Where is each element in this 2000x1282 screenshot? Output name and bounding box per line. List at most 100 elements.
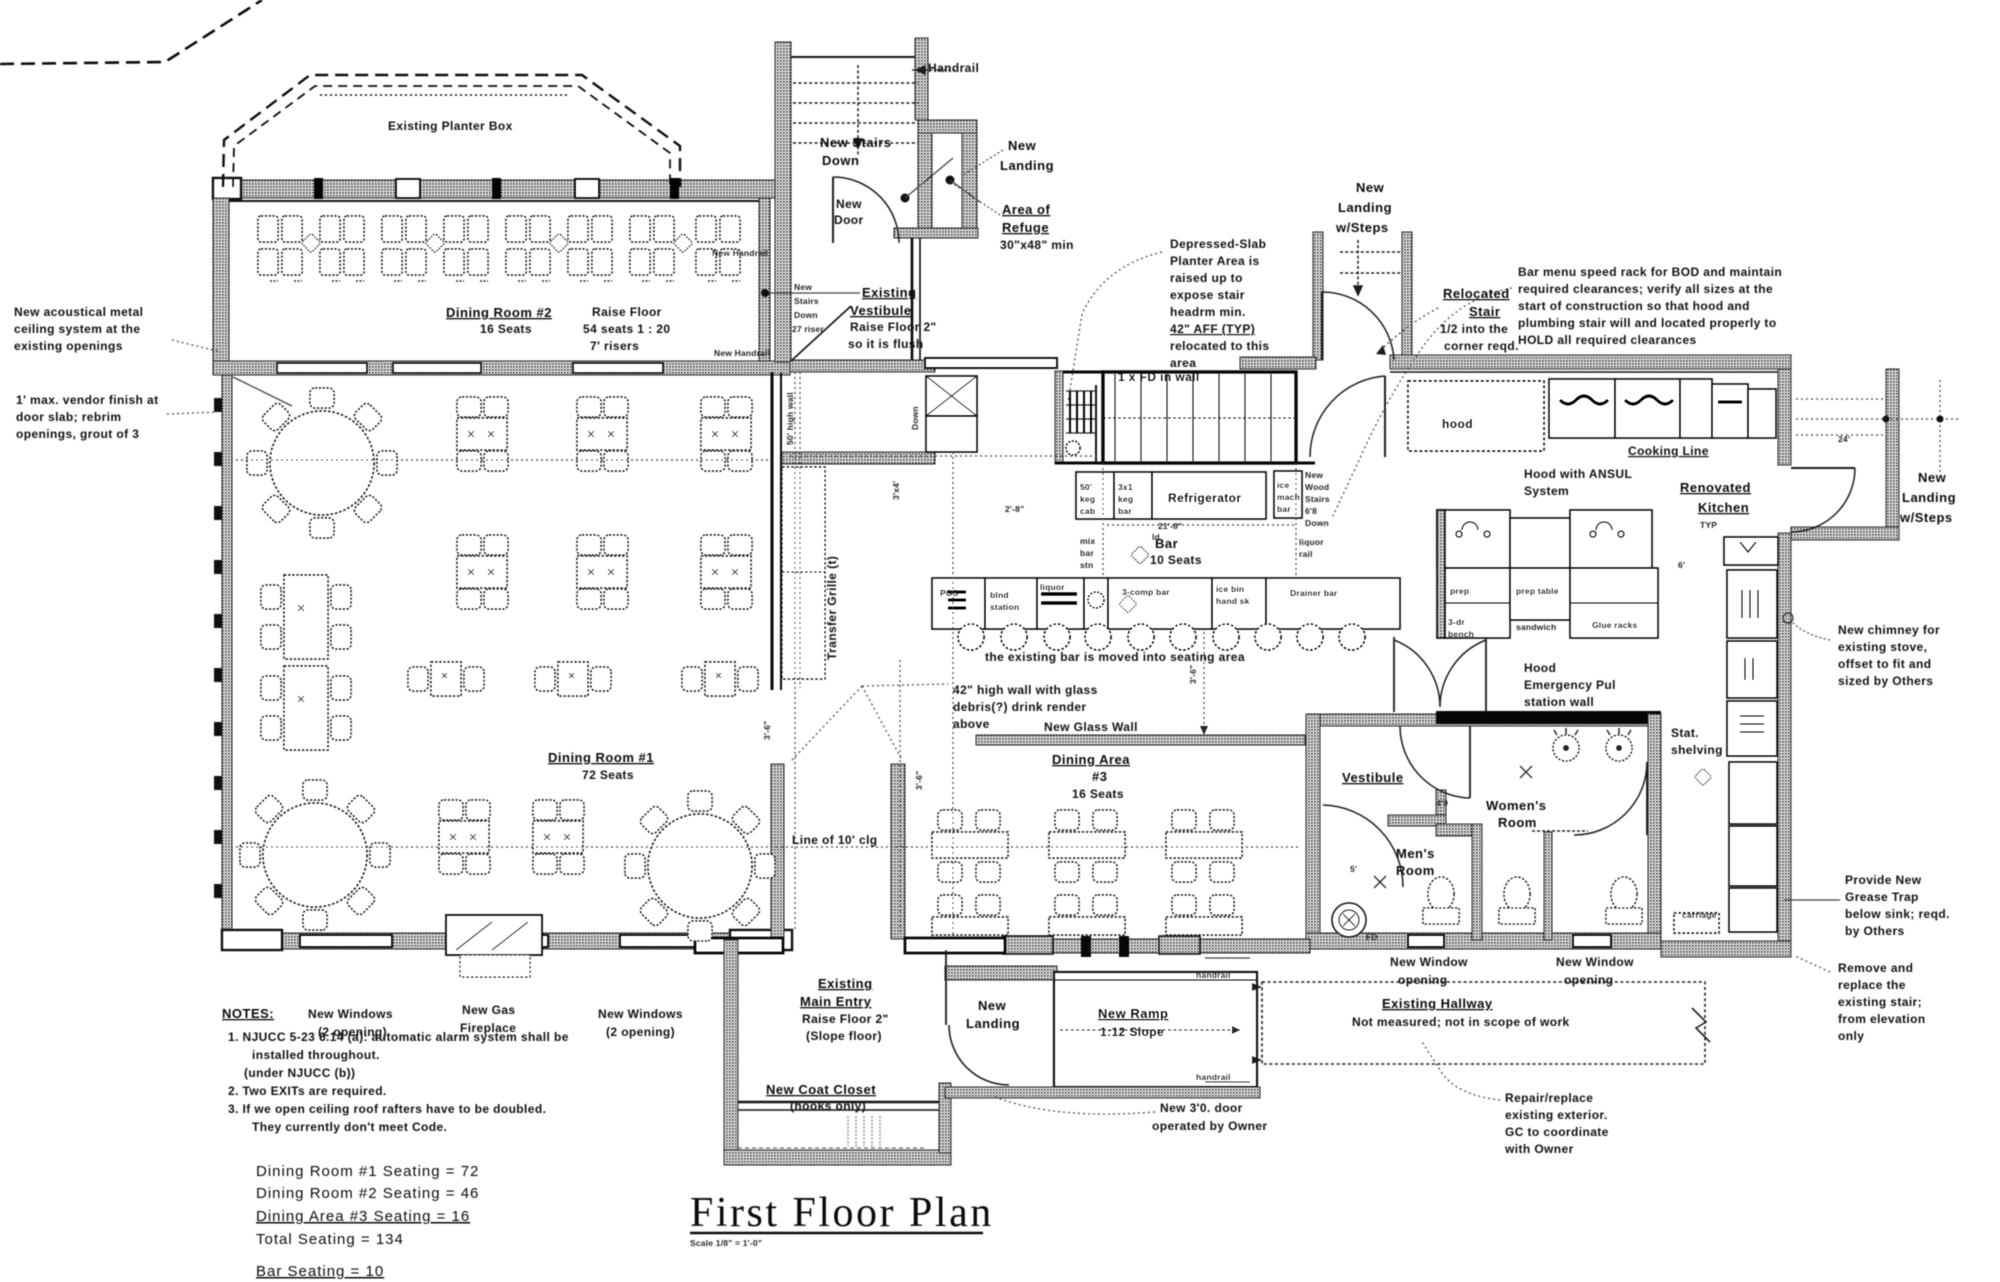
svg-text:7' risers: 7' risers	[590, 339, 639, 353]
svg-text:bar: bar	[1277, 504, 1291, 514]
svg-text:from elevation: from elevation	[1838, 1012, 1926, 1026]
svg-text:21'-8": 21'-8"	[1158, 521, 1182, 531]
svg-text:Kitchen: Kitchen	[1698, 500, 1749, 515]
svg-text:6'8: 6'8	[1305, 506, 1317, 516]
svg-text:w/Steps: w/Steps	[1899, 510, 1953, 525]
svg-text:1:12 Slope: 1:12 Slope	[1100, 1025, 1164, 1039]
svg-text:42" AFF (TYP): 42" AFF (TYP)	[1170, 322, 1255, 336]
svg-text:New chimney for: New chimney for	[1838, 623, 1940, 637]
svg-text:3-dr: 3-dr	[1448, 617, 1465, 627]
svg-text:keg: keg	[1118, 494, 1133, 504]
svg-text:New: New	[836, 197, 862, 211]
svg-text:72 Seats: 72 Seats	[582, 768, 634, 782]
svg-text:New: New	[1008, 138, 1037, 153]
svg-text:POS: POS	[940, 588, 959, 598]
svg-text:Fireplace: Fireplace	[460, 1021, 516, 1035]
svg-text:replace the: replace the	[1838, 978, 1906, 992]
svg-text:headrm min.: headrm min.	[1170, 305, 1246, 319]
svg-text:Hood: Hood	[1524, 661, 1556, 675]
svg-text:New Windows: New Windows	[598, 1007, 683, 1021]
svg-text:1 x FD in wall: 1 x FD in wall	[1118, 370, 1200, 384]
svg-text:Total Seating = 134: Total Seating = 134	[256, 1231, 404, 1248]
svg-text:Dining Room #2 Seating = 46: Dining Room #2 Seating = 46	[256, 1185, 479, 1202]
svg-text:Repair/replace: Repair/replace	[1505, 1091, 1593, 1105]
svg-text:Emergency Pul: Emergency Pul	[1524, 678, 1616, 692]
svg-text:door slab; rebrim: door slab; rebrim	[16, 410, 121, 424]
svg-text:Landing: Landing	[1000, 158, 1054, 173]
svg-text:Down: Down	[822, 153, 859, 168]
svg-text:GC to coordinate: GC to coordinate	[1505, 1125, 1609, 1139]
svg-text:4'9: 4'9	[1436, 798, 1448, 808]
svg-text:start of construction so that: start of construction so that hood and	[1518, 299, 1750, 313]
svg-text:New: New	[1356, 180, 1385, 195]
svg-text:above: above	[953, 717, 990, 731]
svg-text:Grease Trap: Grease Trap	[1845, 890, 1919, 904]
svg-text:New Ramp: New Ramp	[1098, 1006, 1168, 1021]
svg-text:mix: mix	[1080, 536, 1095, 546]
svg-text:Main Entry: Main Entry	[800, 994, 872, 1009]
svg-text:prep table: prep table	[1516, 586, 1559, 596]
svg-text:54 seats 1 : 20: 54 seats 1 : 20	[583, 322, 670, 336]
svg-text:installed throughout.: installed throughout.	[252, 1048, 380, 1062]
svg-text:corner reqd.: corner reqd.	[1444, 339, 1519, 353]
svg-text:(2 opening): (2 opening)	[318, 1025, 387, 1039]
svg-text:ice: ice	[1277, 480, 1289, 490]
svg-text:They currently don't meet Code: They currently don't meet Code.	[252, 1120, 447, 1134]
svg-text:Scale 1/8" = 1'-0": Scale 1/8" = 1'-0"	[690, 1238, 762, 1248]
svg-text:hood: hood	[1442, 417, 1473, 431]
svg-text:w/Steps: w/Steps	[1335, 220, 1389, 235]
svg-text:ceiling system at the: ceiling system at the	[14, 322, 140, 336]
svg-text:Line of 10' clg: Line of 10' clg	[792, 833, 878, 847]
svg-text:hand sk: hand sk	[1216, 596, 1250, 606]
svg-text:Down: Down	[794, 310, 818, 320]
svg-text:New acoustical metal: New acoustical metal	[14, 305, 143, 319]
svg-text:Drainer bar: Drainer bar	[1290, 588, 1338, 598]
svg-text:New Gas: New Gas	[462, 1003, 516, 1017]
svg-text:5': 5'	[1350, 864, 1357, 874]
svg-text:shelving: shelving	[1671, 743, 1723, 757]
svg-text:(hooks only): (hooks only)	[790, 1099, 866, 1113]
svg-text:opening: opening	[1564, 973, 1613, 987]
svg-text:TYP: TYP	[1700, 520, 1717, 530]
svg-text:3'x4': 3'x4'	[891, 481, 901, 500]
svg-text:area: area	[1170, 356, 1196, 370]
svg-text:3'-6": 3'-6"	[914, 771, 924, 790]
svg-text:Bar: Bar	[1155, 536, 1178, 551]
svg-text:Women's: Women's	[1486, 798, 1547, 813]
svg-text:FD: FD	[1366, 932, 1378, 942]
svg-text:New Stairs: New Stairs	[820, 135, 891, 150]
svg-text:Existing: Existing	[818, 976, 873, 991]
svg-text:opening: opening	[1398, 973, 1447, 987]
svg-text:relocated to this: relocated to this	[1170, 339, 1269, 353]
svg-text:Stairs: Stairs	[794, 296, 819, 306]
svg-text:New: New	[1918, 470, 1947, 485]
svg-text:station wall: station wall	[1524, 695, 1594, 709]
svg-text:3'-6": 3'-6"	[1188, 665, 1198, 684]
svg-text:Room: Room	[1498, 815, 1537, 830]
svg-text:New Glass Wall: New Glass Wall	[1044, 720, 1138, 734]
svg-text:NOTES:: NOTES:	[222, 1006, 274, 1021]
svg-text:Depressed-Slab: Depressed-Slab	[1170, 237, 1266, 251]
svg-text:blnd: blnd	[990, 590, 1009, 600]
svg-text:Refuge: Refuge	[1002, 220, 1049, 235]
svg-text:Vestibule: Vestibule	[1342, 770, 1404, 785]
svg-text:handrail: handrail	[1196, 1072, 1231, 1082]
svg-text:Not measured; not in scope of: Not measured; not in scope of work	[1352, 1015, 1570, 1029]
svg-text:3-comp bar: 3-comp bar	[1122, 587, 1170, 597]
svg-text:Stat.: Stat.	[1671, 726, 1699, 740]
svg-text:Remove and: Remove and	[1838, 961, 1913, 975]
svg-text:HOLD all required clearances: HOLD all required clearances	[1518, 333, 1697, 347]
svg-text:Stairs: Stairs	[1305, 494, 1330, 504]
svg-text:Renovated: Renovated	[1680, 480, 1751, 495]
svg-text:3. If we open ceiling roof r: 3. If we open ceiling roof rafters have …	[228, 1102, 546, 1116]
svg-text:Vestibule: Vestibule	[850, 303, 912, 318]
svg-text:Refrigerator: Refrigerator	[1168, 491, 1241, 505]
svg-text:Dining Room #1: Dining Room #1	[548, 750, 654, 765]
svg-text:New 3'0. door: New 3'0. door	[1160, 1101, 1243, 1115]
svg-text:debris(?) drink render: debris(?) drink render	[953, 700, 1087, 714]
svg-text:Planter Area is: Planter Area is	[1170, 254, 1260, 268]
svg-text:Hood with ANSUL: Hood with ANSUL	[1524, 467, 1632, 481]
svg-text:plumbing stair will and locate: plumbing stair will and located properly…	[1518, 316, 1777, 330]
svg-text:New Handrail: New Handrail	[714, 348, 770, 358]
svg-text:New: New	[1305, 470, 1323, 480]
